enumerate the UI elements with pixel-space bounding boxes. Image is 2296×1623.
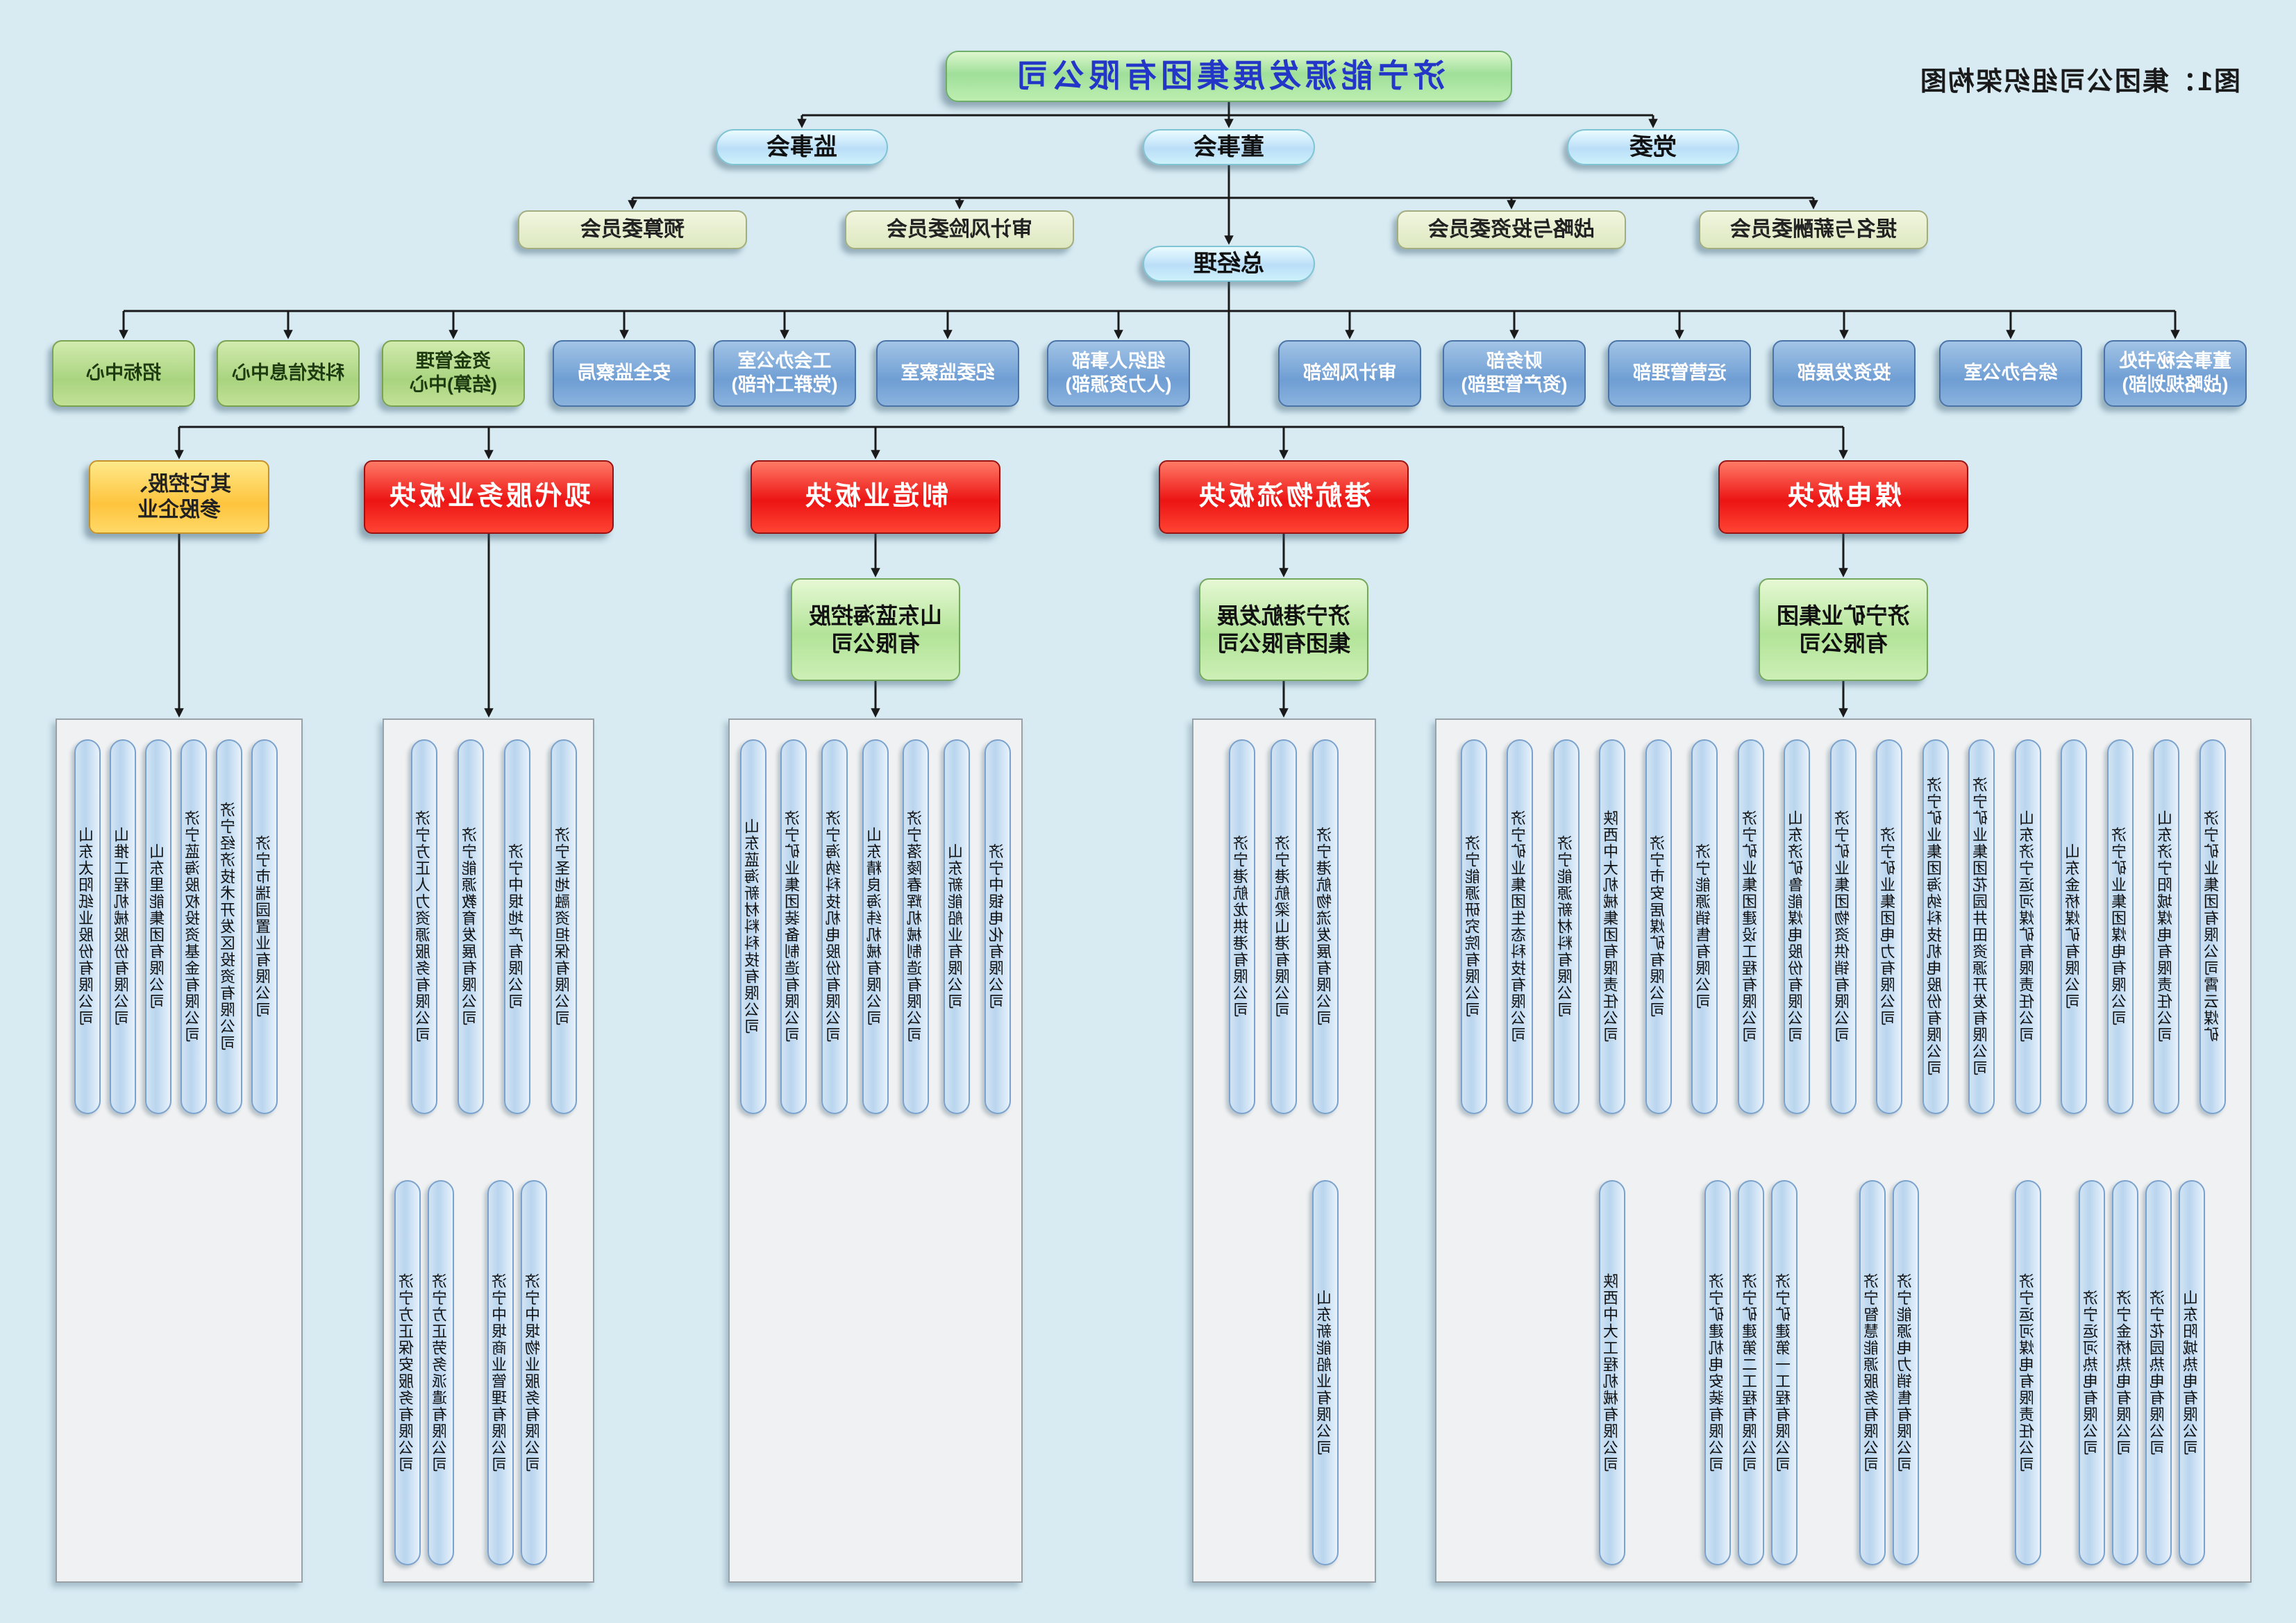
committee-budget: 预算委员会 (518, 210, 747, 249)
subsidiary-pill: 济宁金桥热电有限公司 (2112, 1180, 2138, 1565)
subsidiary-pill: 山东里能集团有限公司 (145, 739, 171, 1114)
committee-strategy-investment: 战略与投资委员会 (1397, 210, 1626, 249)
subsidiary-pill: 济宁运河煤电有限责任公司 (2015, 1180, 2041, 1565)
subsidiary-pill: 陕西中大机械集团有限责任公司 (1599, 739, 1625, 1114)
subsidiary-pill: 济宁圣地融资担保有限公司 (551, 739, 577, 1114)
subsidiary-pill: 济宁能源电力销售有限公司 (1893, 1180, 1919, 1565)
subsidiary-pill: 山东蓝海新材料科技有限公司 (740, 739, 766, 1114)
subsidiary-pill: 济宁智慧能源服务有限公司 (1859, 1180, 1886, 1565)
subsidiary-pill: 济宁花园热电有限公司 (2145, 1180, 2172, 1565)
committee-nomination-remuneration: 提名与薪酬委员会 (1699, 210, 1928, 249)
subsidiary-pill: 济宁中银电化有限公司 (984, 739, 1011, 1114)
board-of-directors-node: 董事会 (1143, 129, 1315, 165)
subsidiary-pill: 济宁矿业集团煤电有限公司 (2107, 739, 2134, 1114)
subsidiary-pill: 济宁市瑞园置业有限公司 (251, 739, 278, 1114)
subsidiary-pill: 济宁矿建第二工程有限公司 (1738, 1180, 1764, 1565)
block-port-logistics: 港航物流板块 (1159, 460, 1409, 534)
subsidiary-pill: 山东金桥煤矿有限公司 (2061, 739, 2087, 1114)
block-coal-power: 煤电板块 (1718, 460, 1968, 534)
subsidiary-pill: 济宁海纳科技机电股份有限公司 (821, 739, 848, 1114)
dept-operations-management: 运营管理部 (1608, 340, 1751, 407)
dept-finance-asset: 财务部 (资产管理部) (1443, 340, 1586, 407)
dept-labor-union-office: 工会办公室 (党群工作部) (713, 340, 856, 407)
subsidiary-pill: 山东济矿鲁能煤电股份有限公司 (1784, 739, 1810, 1114)
subsidiary-pill: 济宁矿业集团装备制造有限公司 (780, 739, 807, 1114)
subsidiary-pill: 济宁落陵春辉机械制造有限公司 (903, 739, 929, 1114)
subsidiary-pill: 山东精良海纬机械有限公司 (862, 739, 889, 1114)
party-committee-node: 党委 (1567, 129, 1739, 165)
block-modern-services: 现代服务业板块 (364, 460, 614, 534)
subsidiary-pill: 济宁能源销售有限公司 (1691, 739, 1718, 1114)
subsidiary-pill: 山东济宁阳城煤电有限责任公司 (2153, 739, 2179, 1114)
subsidiary-pill: 济宁矿建机电安装有限公司 (1704, 1180, 1731, 1565)
dept-fund-settlement-center: 资金管理 (结算)中心 (382, 340, 525, 407)
subsidiary-pill: 济宁矿业集团电力有限公司 (1876, 739, 1902, 1114)
subsidiary-pill: 山东太阳纸业股份有限公司 (74, 739, 101, 1114)
dept-bidding-center: 招标中心 (52, 340, 195, 407)
group-jining-port-development: 济宁港航发展 集团有限公司 (1199, 578, 1368, 681)
supervisory-board-node: 监事会 (716, 129, 888, 165)
group-jining-mining: 济宁矿业集团 有限公司 (1759, 578, 1928, 681)
subsidiary-pill: 济宁中垠商业管理有限公司 (487, 1180, 514, 1565)
dept-investment-development: 投资发展部 (1773, 340, 1916, 407)
subsidiary-pill: 济宁市安居煤矿有限公司 (1645, 739, 1672, 1114)
subsidiary-pill: 济宁方正保安服务有限公司 (394, 1180, 421, 1565)
general-manager-node: 总经理 (1143, 246, 1315, 282)
dept-hr-organization: 组织人事部 (人力资源部) (1047, 340, 1190, 407)
subsidiary-pill: 济宁中垠地产有限公司 (504, 739, 530, 1114)
subsidiary-pill: 陕西中大工程机械有限公司 (1599, 1180, 1625, 1565)
subsidiary-pill: 济宁港航梁山港有限公司 (1271, 739, 1297, 1114)
subsidiary-pill: 山东阳城热电有限公司 (2179, 1180, 2205, 1565)
subsidiary-pill: 济宁方正劳务派遣有限公司 (428, 1180, 454, 1565)
subsidiary-pill: 济宁矿业集团花园井田资源开发有限公司 (1968, 739, 1995, 1114)
dept-discipline-inspection: 纪委监察室 (876, 340, 1019, 407)
subsidiary-pill: 山东新能船业有限公司 (944, 739, 970, 1114)
subsidiary-pill: 济宁矿业集团海纳科技机电股份有限公司 (1922, 739, 1949, 1114)
group-lanhai-holding: 山东蓝海控股 有限公司 (791, 578, 960, 681)
dept-board-secretariat: 董事会秘书处 (战略规划部) (2104, 340, 2247, 407)
subsidiary-pill: 济宁港航龙拱港有限公司 (1229, 739, 1255, 1114)
dept-general-office: 综合办公室 (1939, 340, 2082, 407)
org-root-company: 济宁能源发展集团有限公司 (946, 51, 1512, 102)
subsidiary-pill: 济宁港航物流发展有限公司 (1312, 739, 1339, 1114)
subsidiary-pill: 济宁矿业集团有限公司霄云煤矿 (2199, 739, 2226, 1114)
dept-tech-info-center: 科技信息中心 (217, 340, 360, 407)
subsidiary-pill: 济宁中垠物业服务有限公司 (521, 1180, 547, 1565)
subsidiary-pill: 山推工程机械股份有限公司 (110, 739, 136, 1114)
subsidiary-pill: 济宁经济技术开发区投资有限公司 (216, 739, 242, 1114)
subsidiary-pill: 济宁矿业集团生态科技有限公司 (1507, 739, 1533, 1114)
subsidiary-pill: 济宁运河热电有限公司 (2079, 1180, 2105, 1565)
dept-safety-supervision: 安全监察局 (553, 340, 696, 407)
dept-audit-risk: 审计风险部 (1278, 340, 1421, 407)
subsidiary-pill: 济宁方正人力资源服务有限公司 (411, 739, 437, 1114)
subsidiary-pill: 济宁能源新材料有限公司 (1553, 739, 1579, 1114)
subsidiary-pill: 济宁蓝海股权投资基金有限公司 (181, 739, 207, 1114)
subsidiary-pill: 山东新能船业有限公司 (1312, 1180, 1339, 1565)
block-manufacturing: 制造业板块 (751, 460, 1000, 534)
committee-audit-risk: 审计风险委员会 (845, 210, 1074, 249)
block-other-holdings: 其它控股、 参股企业 (89, 460, 269, 534)
subsidiary-pill: 济宁能源教育发展有限公司 (458, 739, 484, 1114)
subsidiary-pill: 济宁矿业集团物资供销有限公司 (1830, 739, 1857, 1114)
subsidiary-pill: 济宁矿业集团建设工程有限公司 (1738, 739, 1764, 1114)
subsidiary-pill: 山东济宁运河煤矿有限责任公司 (2015, 739, 2041, 1114)
subsidiary-pill: 济宁能源研究院有限公司 (1461, 739, 1487, 1114)
subsidiary-pill: 济宁矿建第一工程有限公司 (1771, 1180, 1798, 1565)
figure-caption: 图1：集团公司组织架构图 (1918, 67, 2240, 96)
